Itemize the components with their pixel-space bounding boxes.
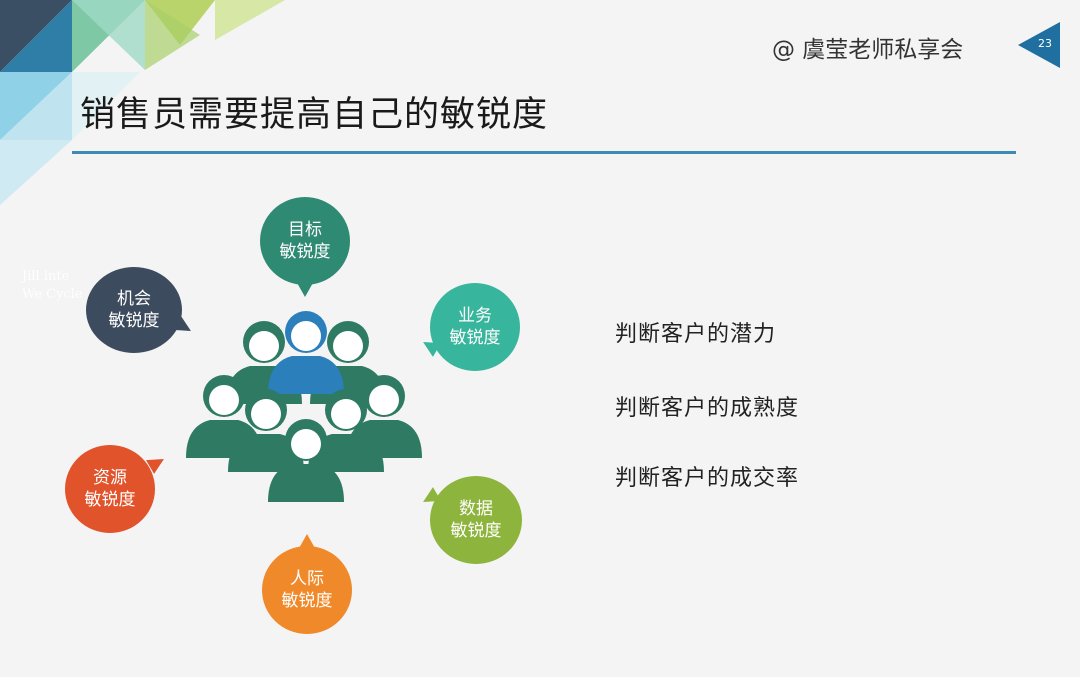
bubble-goal: 目标 敏锐度 [260,197,350,297]
corner-triangle-decoration [0,0,285,205]
point-conversion-rate: 判断客户的成交率 [615,466,800,491]
people-group-icon [186,311,422,502]
bubble-data: 数据 敏锐度 [419,476,522,564]
bubble-resource: 资源 敏锐度 [65,445,168,533]
bubble-people: 人际 敏锐度 [262,534,352,634]
bubble-business: 业务 敏锐度 [419,283,520,371]
page-number-badge: 23 [1018,22,1060,68]
bubble-opportunity: 机会 敏锐度 [86,267,195,353]
watermark-text: Jill lnte We Cycle [22,269,83,302]
page-number: 23 [1038,37,1052,50]
point-potential: 判断客户的潜力 [615,322,777,347]
page-tab-shape [1018,22,1060,68]
slide-title: 销售员需要提高自己的敏锐度 [80,95,549,135]
brand-label: @ 虞莹老师私享会 [772,37,964,63]
title-divider [72,151,1016,154]
point-maturity: 判断客户的成熟度 [615,396,800,421]
